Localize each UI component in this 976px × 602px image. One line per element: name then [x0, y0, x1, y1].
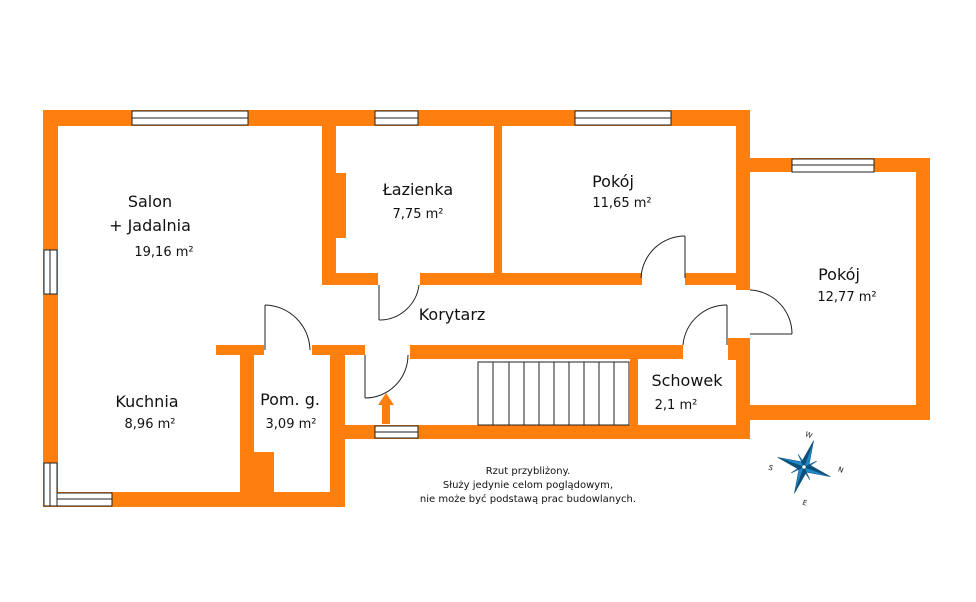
room-area-pom: 3,09 m²	[266, 417, 317, 432]
wall-kitchen-top-left	[216, 345, 264, 355]
compass-label-s: S	[767, 464, 774, 473]
compass-label-n: N	[837, 465, 845, 474]
wall-pokoj1-right	[736, 110, 750, 290]
room-area-schowek: 2,1 m²	[655, 398, 698, 413]
wall-corridor-right-stub	[728, 338, 740, 360]
door-entrance	[364, 354, 409, 399]
room-name-pom: Pom. g.	[260, 390, 320, 409]
door-pokoj1	[640, 235, 686, 279]
wall-outer-left	[43, 110, 58, 507]
wall-pokoj2-right	[916, 158, 930, 420]
room-area-kuchnia: 8,96 m²	[125, 417, 176, 432]
room-name-pokoj2: Pokój	[818, 265, 860, 284]
room-name-kuchnia: Kuchnia	[115, 392, 178, 411]
wall-stairs-left-stub	[345, 345, 365, 355]
disclaimer: Rzut przybliżony. Służy jedynie celom po…	[420, 466, 636, 505]
door-schowek	[682, 304, 728, 346]
wall-bath-pokoj	[494, 110, 502, 285]
wall-bathroom-bottom-right	[420, 273, 642, 285]
wall-kitchen-top-right	[312, 345, 364, 355]
door-pom	[264, 304, 311, 351]
room-name-korytarz: Korytarz	[419, 305, 486, 324]
door-pokoj2	[749, 289, 793, 335]
disclaimer-line-1: Rzut przybliżony.	[486, 466, 571, 477]
stairs	[477, 361, 630, 426]
compass-rose-icon	[777, 440, 831, 494]
room-area-pokoj2: 12,77 m²	[817, 290, 876, 305]
disclaimer-line-3: nie może być podstawą prac budowlanych.	[420, 493, 636, 505]
room-name-salon-2: + Jadalnia	[109, 216, 191, 235]
compass-label-w: W	[804, 430, 813, 440]
wall-bathroom-left	[322, 110, 336, 285]
wall-stairs-top	[410, 345, 683, 359]
wall-schowek-left	[630, 345, 638, 439]
wall-pom-block	[250, 452, 274, 492]
room-name-salon: Salon	[128, 192, 172, 211]
entrance-arrow-icon	[378, 393, 394, 424]
windows	[43, 110, 875, 507]
disclaimer-line-2: Służy jedynie celom poglądowym,	[443, 480, 613, 491]
room-name-pokoj1: Pokój	[592, 172, 634, 191]
doors	[264, 235, 793, 399]
wall-bathroom-inner-block	[334, 173, 346, 238]
wall-bathroom-bottom-left	[322, 273, 378, 285]
wall-pokoj-bottom-right	[685, 273, 750, 285]
wall-bottom-corridor	[330, 425, 747, 439]
door-bathroom	[378, 284, 420, 321]
compass-label-e: E	[801, 499, 808, 508]
wall-bottom-pom	[247, 492, 345, 507]
room-name-lazienka: Łazienka	[382, 180, 453, 199]
room-area-lazienka: 7,75 m²	[393, 207, 444, 222]
room-area-pokoj1: 11,65 m²	[592, 196, 651, 211]
room-labels: Salon + Jadalnia 19,16 m² Łazienka 7,75 …	[109, 172, 877, 432]
room-area-salon: 19,16 m²	[134, 245, 193, 260]
room-name-schowek: Schowek	[651, 371, 723, 390]
wall-pokoj2-bottom	[736, 405, 930, 420]
